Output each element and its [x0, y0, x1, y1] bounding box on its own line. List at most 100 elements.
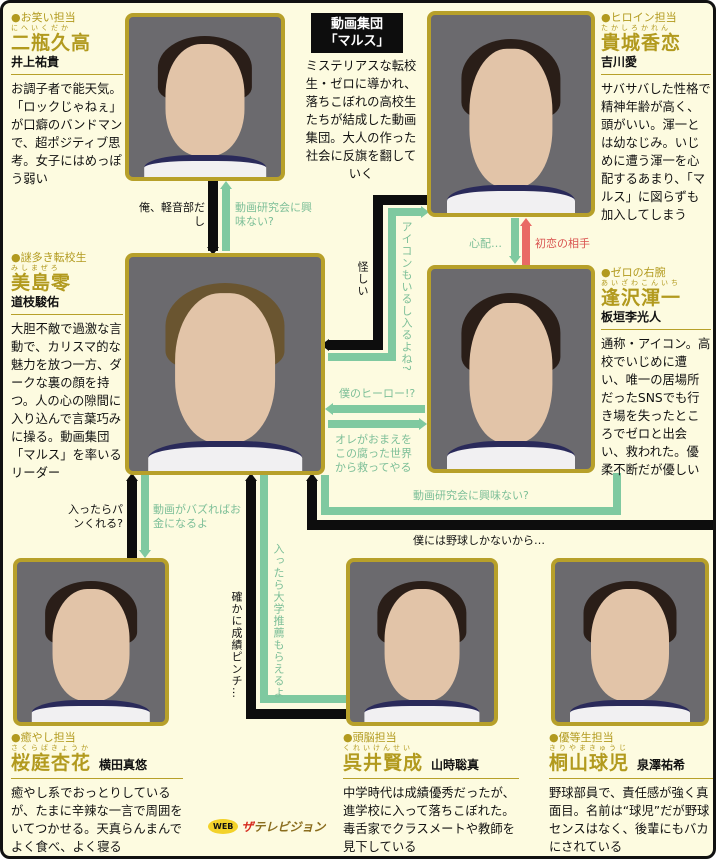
bio-kurei: ●頭脳担当 くれいけんせい 呉井賢成山時聡真 中学時代は成績優秀だったが、進学校… — [343, 731, 519, 856]
arrow-zero-takashiro-v — [388, 208, 396, 360]
photo-nihei — [125, 13, 285, 181]
divider — [601, 329, 711, 330]
arrow-nihei-zero — [208, 181, 218, 251]
arrow-kurei-zero-v — [246, 481, 256, 719]
actor-name: 道枝駿佑 — [11, 295, 60, 309]
logo-brand-a: ザ — [241, 820, 254, 834]
arrowhead — [419, 418, 427, 430]
divider — [601, 74, 711, 75]
arrow-aizawa-zero-v — [373, 195, 383, 350]
role: ●お笑い担当 — [11, 11, 76, 24]
arrow-zero-kurei-h — [260, 695, 346, 703]
arrow-aizawa-zero-h2 — [328, 340, 383, 350]
arrowhead — [207, 247, 219, 255]
photo-kiriyama — [551, 558, 709, 726]
label-kurei-to-zero: 確かに成績ピンチ… — [230, 591, 243, 699]
logo-brand: ザテレビジョン — [241, 818, 325, 835]
label-aizawa-hero: 僕のヒーロー!? — [339, 387, 416, 400]
label-aizawa-to-takashiro: 初恋の相手 — [535, 237, 590, 250]
divider — [11, 314, 123, 315]
label-aizawa-to-zero: 怪しい — [356, 261, 369, 297]
arrowhead — [325, 403, 333, 415]
arrow-zero-kiriyama-v — [321, 475, 329, 515]
arrow-zero-takashiro-h2 — [328, 353, 396, 361]
role: ●ゼロの右腕 — [601, 266, 666, 279]
arrowhead — [245, 473, 257, 481]
ruby: にへいくだか — [11, 24, 71, 32]
character-name: 貴城香恋 — [601, 32, 682, 54]
arrow-zero-save — [328, 420, 420, 428]
ruby: みしまぜろ — [11, 264, 61, 272]
ruby: さくらばきょうか — [11, 744, 91, 752]
actor-name: 山時聡真 — [431, 758, 480, 772]
divider — [11, 74, 123, 75]
arrowhead — [509, 256, 521, 264]
arrow-kiriyama-zero-h — [307, 520, 713, 530]
actor-name: 吉川愛 — [601, 55, 638, 69]
arrow-aizawa-hero — [333, 405, 425, 413]
character-name: 桐山球児 — [549, 752, 630, 774]
character-name: 二瓶久高 — [11, 32, 92, 54]
bio-nihei: ●お笑い担当 にへいくだか 二瓶久高 井上祐貴 お調子者で能天気。「ロックじゃね… — [11, 11, 123, 188]
ruby: たかしろかれん — [601, 24, 671, 32]
ruby: きりやまきゅうじ — [549, 744, 629, 752]
photo-sakuraba — [13, 558, 169, 726]
arrow-zero-kurei-v — [260, 475, 268, 703]
group-title-line2: 「マルス」 — [324, 34, 390, 49]
bio-sakuraba: ●癒やし担当 さくらばきょうか 桜庭杏花横田真悠 癒やし系でおっとりしているが、… — [11, 731, 183, 856]
group-title: 動画集団 「マルス」 — [311, 13, 403, 53]
arrow-zero-takashiro-h — [388, 208, 423, 216]
description: 大胆不敵で過激な言動で、カリスマ的な魅力を放つ一方、ダークな裏の顔を持つ。人の心… — [11, 322, 122, 480]
divider — [11, 778, 183, 779]
label-zero-to-takashiro: アイコンもいるし入るよね? — [400, 221, 413, 372]
character-name: 逢沢渾一 — [601, 287, 682, 309]
logo-brand-b: テレビジョン — [253, 820, 326, 834]
label-zero-to-kiriyama: 動画研究会に興味ない? — [413, 489, 529, 502]
arrow-kiriyama-zero-v — [307, 481, 317, 529]
arrow-zero-nihei — [222, 189, 230, 251]
description: お調子者で能天気。「ロックじゃねぇ」が口癖のバンドマンで、超ポジティブ思考。女子… — [11, 82, 123, 186]
character-name: 桜庭杏花 — [11, 752, 92, 774]
label-nihei-to-zero: 俺、軽音部だし — [139, 201, 205, 228]
photo-aizawa — [427, 265, 595, 473]
role: ●癒やし担当 — [11, 731, 76, 744]
group-title-line1: 動画集団 — [330, 17, 383, 32]
arrow-sakuraba-zero — [127, 481, 137, 559]
role: ●謎多き転校生 — [11, 251, 87, 264]
arrow-aizawa-zero-h — [373, 195, 431, 205]
description: 中学時代は成績優秀だったが、進学校に入って落ちこぼれた。毒舌家でクラスメートや教… — [343, 786, 515, 854]
arrow-zero-kiriyama-h — [321, 507, 621, 515]
character-name: 美島零 — [11, 272, 72, 294]
photo-mishima — [125, 253, 325, 475]
arrowhead — [220, 181, 232, 189]
bio-takashiro: ●ヒロイン担当 たかしろかれん 貴城香恋 吉川愛 サバサバした性格で精神年齢が高… — [601, 11, 711, 224]
label-zero-to-nihei: 動画研究会に興味ない? — [235, 201, 312, 228]
bio-mishima: ●謎多き転校生 みしまぜろ 美島零 道枝駿佑 大胆不敵で過激な言動で、カリスマ的… — [11, 251, 123, 482]
label-takashiro-to-aizawa: 心配… — [469, 237, 502, 250]
arrowhead — [421, 206, 429, 218]
role: ●優等生担当 — [549, 731, 614, 744]
label-zero-to-sakuraba: 動画がバズればお金になるよ — [153, 503, 241, 530]
description: 癒やし系でおっとりしているが、たまに辛辣な一言で周囲をいてつかせる。天真らんまん… — [11, 786, 183, 854]
arrow-zero-sakuraba — [141, 475, 149, 551]
label-zero-to-kurei: 入ったら大学推薦もらえるよ — [272, 543, 285, 699]
actor-name: 泉澤祐希 — [637, 758, 686, 772]
divider — [549, 778, 713, 779]
group-description: ミステリアスな転校生・ゼロに導かれ、落ちこぼれの高校生たちが結成した動画集団。大… — [305, 59, 417, 181]
arrow-zero-kiriyama-v2 — [613, 473, 621, 515]
divider — [343, 778, 519, 779]
ruby: あいざわこんいち — [601, 279, 681, 287]
photo-takashiro — [427, 11, 595, 217]
arrow-takashiro-aizawa — [511, 218, 519, 258]
actor-name: 井上祐貴 — [11, 55, 60, 69]
arrowhead — [306, 473, 318, 481]
description: 野球部員で、責任感が強く真面目。名前は“球児”だが野球センスはなく、後輩にもバカ… — [549, 786, 710, 854]
bio-kiriyama: ●優等生担当 きりやまきゅうじ 桐山球児泉澤祐希 野球部員で、責任感が強く真面目… — [549, 731, 713, 856]
ruby: くれいけんせい — [343, 744, 413, 752]
character-name: 呉井賢成 — [343, 752, 424, 774]
bio-aizawa: ●ゼロの右腕 あいざわこんいち 逢沢渾一 板垣李光人 通称・アイコン。高校でいじ… — [601, 266, 711, 479]
logo-web-badge: WEB — [208, 819, 239, 834]
label-sakuraba-to-zero: 入ったらパンくれる? — [68, 503, 123, 530]
arrowhead — [321, 339, 329, 351]
